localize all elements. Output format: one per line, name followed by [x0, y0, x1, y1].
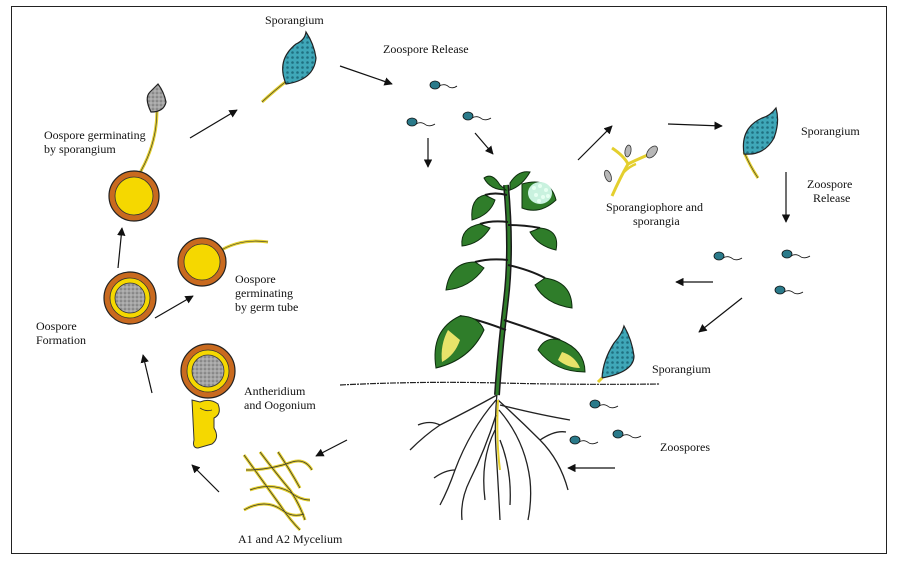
zoospore — [713, 251, 743, 261]
zoospore — [589, 399, 619, 409]
potato-plant — [409, 171, 586, 521]
zoospore — [569, 435, 599, 445]
sporangium-right — [742, 106, 779, 179]
label-sporangium-lower: Sporangium — [652, 362, 711, 376]
zoospores — [406, 80, 811, 445]
label-oospore-germ-tube-3: by germ tube — [235, 300, 299, 314]
zoospore — [462, 111, 492, 121]
lesion — [441, 330, 460, 362]
arrow — [667, 121, 723, 130]
label-zoospore-release-top: Zoospore Release — [383, 42, 469, 56]
label-sporangium-top: Sporangium — [265, 13, 324, 27]
mycelium — [242, 451, 314, 532]
label-sporangium-right: Sporangium — [801, 124, 860, 138]
zoospore — [406, 117, 436, 127]
label-oospore-germ-tube-2: germinating — [235, 286, 293, 300]
label-zoospore-release-right-1: Zoospore — [807, 177, 853, 191]
label-oospore-germ-sporangium-2: by sporangium — [44, 142, 116, 156]
oospore-germ-tube — [177, 237, 269, 287]
label-zoospore-release-right-2: Release — [813, 191, 851, 205]
zoospore — [781, 249, 811, 259]
arrow — [189, 109, 238, 139]
label-sporangiophore-1: Sporangiophore and — [606, 200, 703, 214]
oospore-germ-sporangium — [108, 83, 167, 222]
arrow — [339, 65, 393, 86]
arrow — [698, 297, 743, 333]
label-antheridium-2: and Oogonium — [244, 398, 316, 412]
sporangium-top — [260, 30, 317, 104]
arrow — [191, 464, 220, 493]
oospore-formation — [103, 271, 157, 325]
antheridium-oogonium — [180, 343, 236, 449]
zoospore — [774, 285, 804, 295]
zoospore — [429, 80, 458, 90]
arrow — [117, 227, 126, 269]
zoospore — [612, 429, 642, 439]
arrow — [154, 295, 194, 319]
label-sporangiophore-2: sporangia — [633, 214, 680, 228]
lesion — [558, 352, 580, 368]
label-oospore-formation-1: Oospore — [36, 319, 77, 333]
label-oospore-germ-tube-1: Oospore — [235, 272, 276, 286]
arrow — [474, 132, 494, 155]
label-oospore-formation-2: Formation — [36, 333, 86, 347]
label-antheridium-1: Antheridium — [244, 384, 306, 398]
label-oospore-germ-sporangium-1: Oospore germinating — [44, 128, 146, 142]
arrow — [577, 125, 613, 161]
label-mycelium: A1 and A2 Mycelium — [238, 532, 343, 546]
arrow — [140, 354, 153, 394]
roots — [409, 382, 571, 521]
label-zoospores: Zoospores — [660, 440, 710, 454]
diagram-frame — [11, 6, 887, 554]
sporangiophore — [604, 144, 658, 197]
arrow — [315, 439, 348, 457]
cycle-arrows — [117, 65, 791, 493]
sporangium-lower — [596, 324, 635, 384]
